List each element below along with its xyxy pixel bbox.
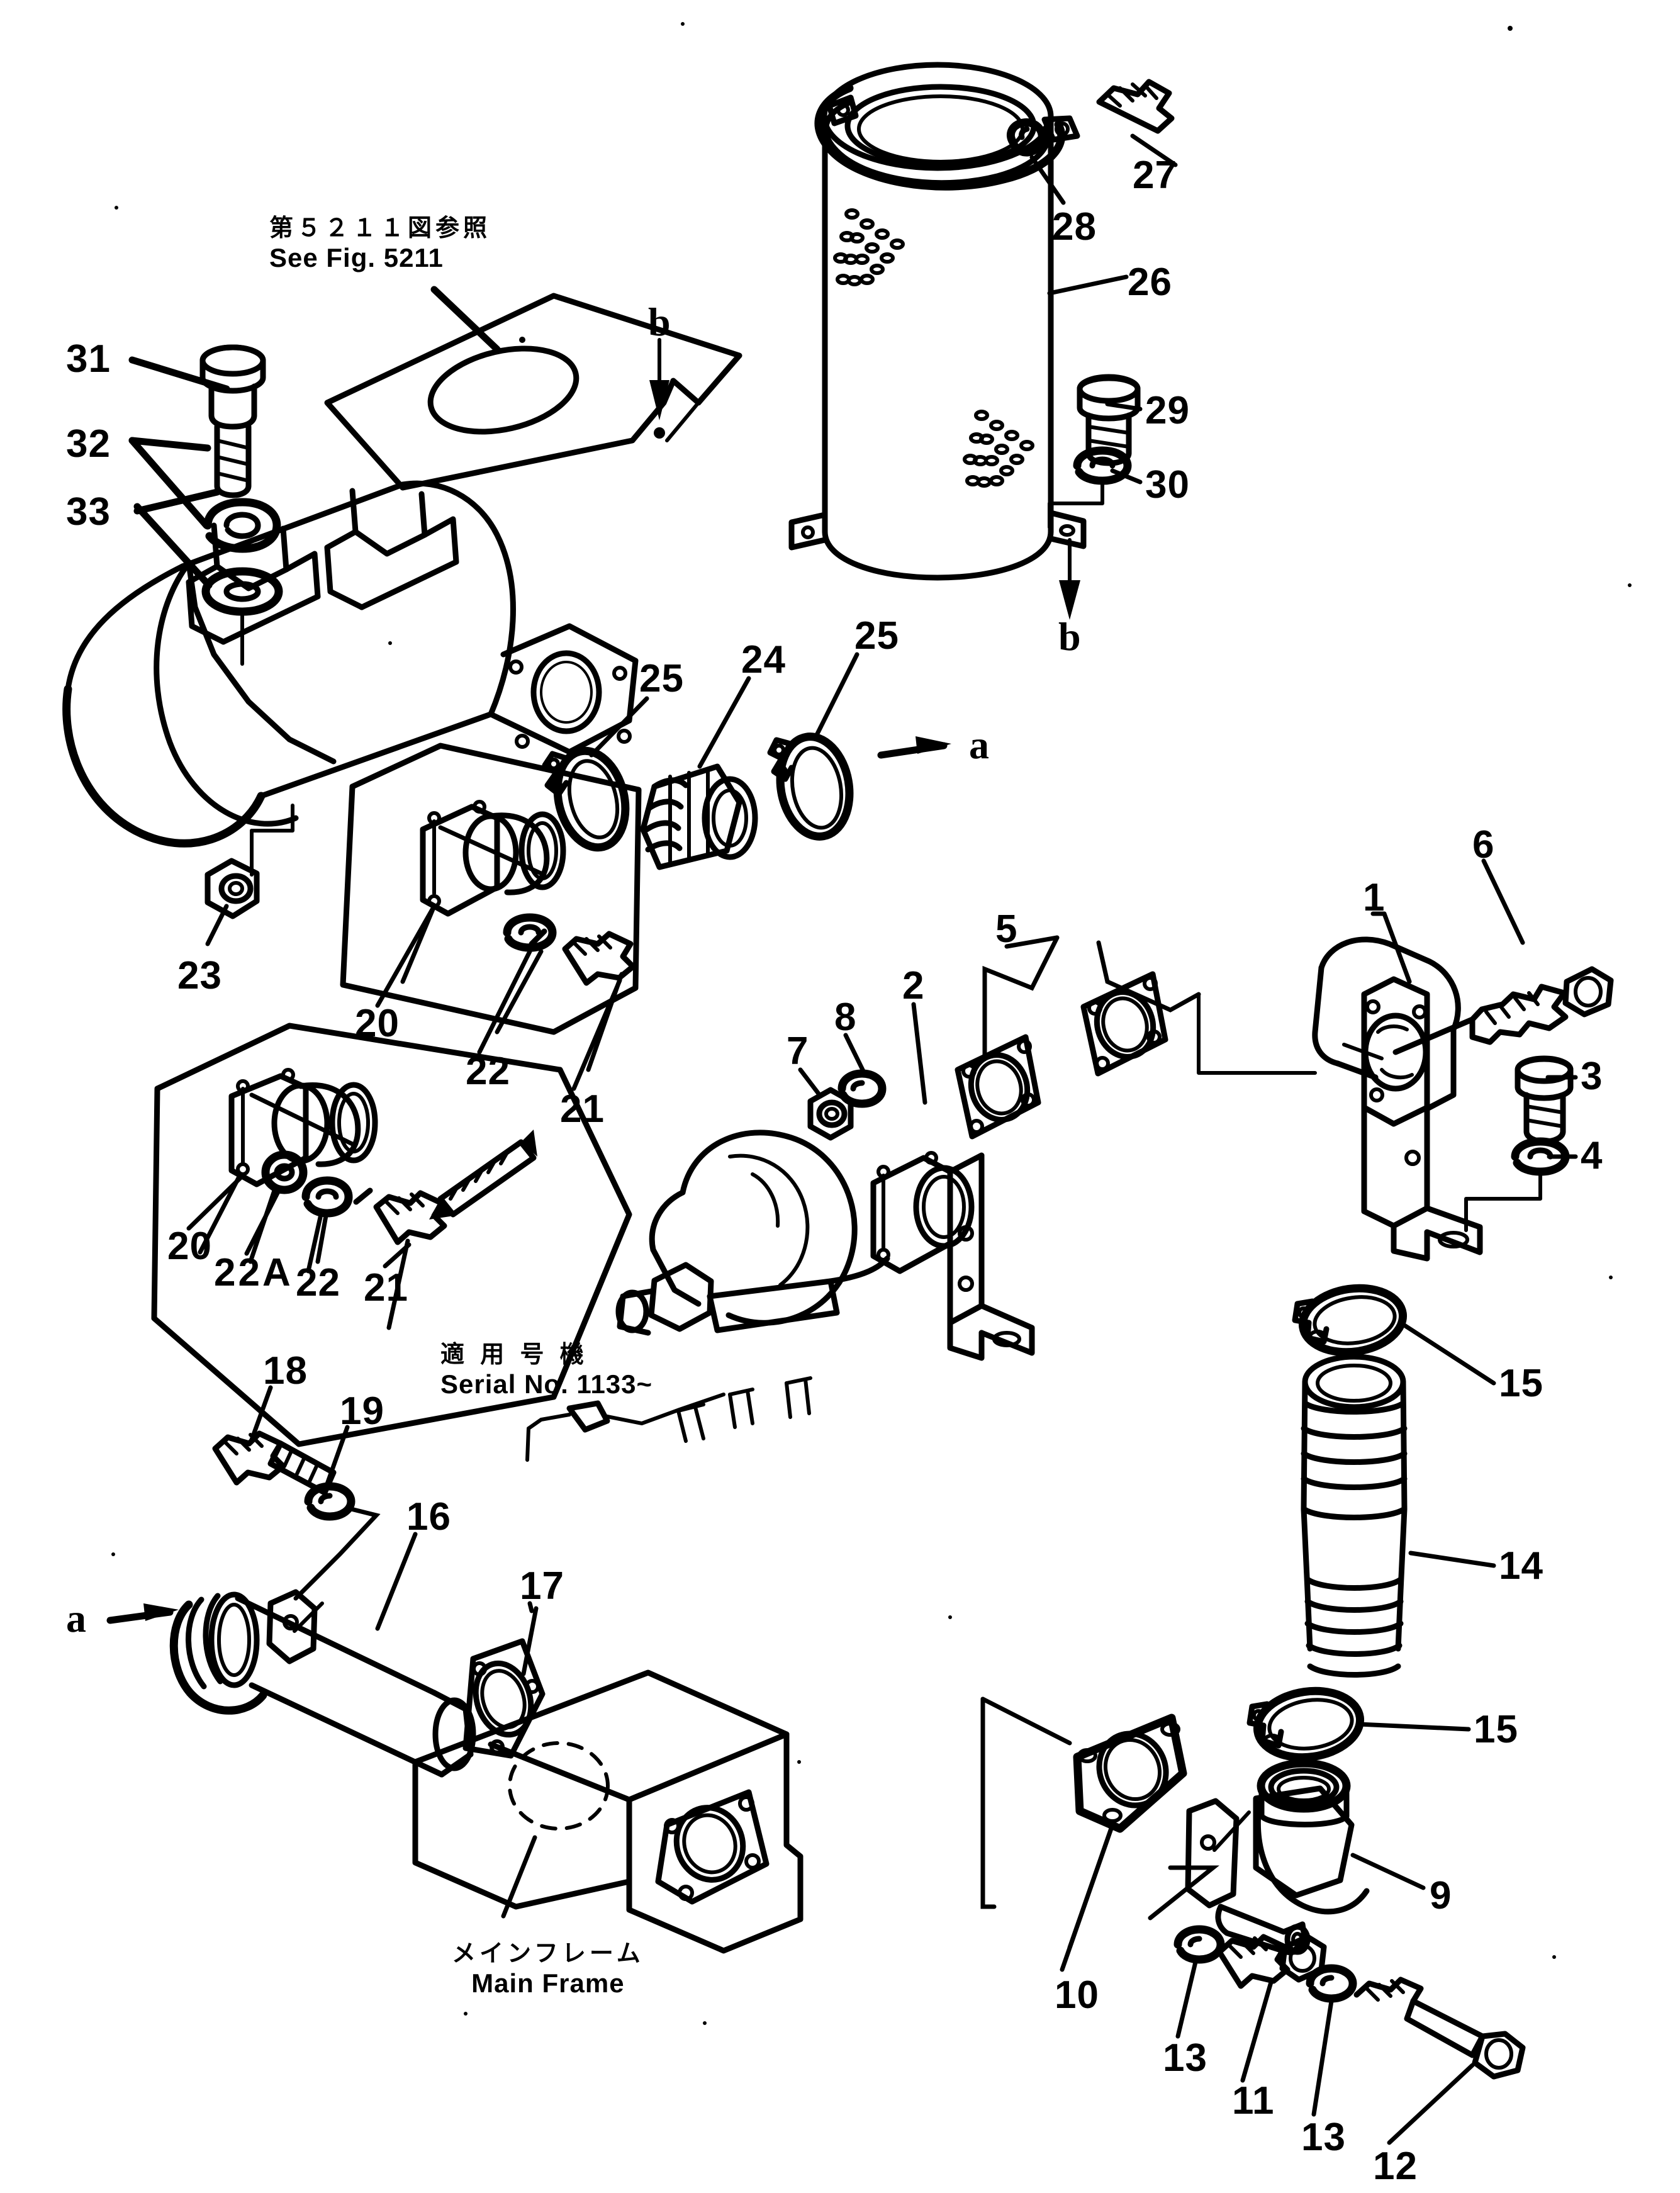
callout-number: 28 bbox=[1052, 205, 1097, 249]
callout-number: 11 bbox=[1232, 2079, 1275, 2123]
callout-number: 22 bbox=[466, 1050, 510, 1093]
callout-number: 21 bbox=[364, 1266, 408, 1310]
section-marker-b-top: b bbox=[648, 300, 671, 344]
bolt-18 bbox=[212, 1430, 337, 1496]
callout-number: 29 bbox=[1145, 389, 1190, 432]
right-elbow-group bbox=[1197, 911, 1614, 1262]
callout-number: 8 bbox=[834, 996, 857, 1039]
section-marker-a-upper: a bbox=[969, 722, 990, 767]
callout-number: 12 bbox=[1373, 2145, 1418, 2188]
note-serial: 適 用 号 機 Serial No. 1133~ bbox=[440, 1340, 652, 1399]
callout-number: 22 bbox=[296, 1261, 340, 1304]
callout-number: 27 bbox=[1133, 154, 1177, 197]
section-marker-a-lower: a bbox=[66, 1596, 87, 1641]
lock-washer-22-upper bbox=[503, 913, 557, 952]
lock-washer-22-lower bbox=[301, 1176, 353, 1218]
callout-number: 7 bbox=[787, 1029, 809, 1073]
callout-number: 3 bbox=[1581, 1055, 1603, 1098]
flex-hose-14 bbox=[1301, 1354, 1408, 1678]
callout-number: 32 bbox=[66, 422, 111, 466]
clamp-15-lower bbox=[1246, 1686, 1365, 1762]
precleaner-cylinder-group bbox=[788, 62, 1175, 620]
clamp-25-right bbox=[767, 732, 854, 841]
lock-washer-32 bbox=[203, 498, 281, 553]
note-see-fig-en: See Fig. 5211 bbox=[269, 242, 444, 272]
nut-7 bbox=[807, 1087, 854, 1141]
callout-number: 14 bbox=[1499, 1544, 1543, 1588]
callout-number: 31 bbox=[66, 337, 111, 381]
bolt-31-art bbox=[199, 344, 266, 498]
bolt-27 bbox=[1096, 79, 1175, 134]
callout-number: 18 bbox=[263, 1349, 308, 1393]
callout-number: 2 bbox=[902, 964, 925, 1007]
callout-number: 22A bbox=[214, 1251, 293, 1294]
clamp-25-left bbox=[542, 746, 630, 852]
lock-washer-30 bbox=[1073, 446, 1132, 485]
lock-washer-28 bbox=[1007, 118, 1046, 157]
detail-box-upper bbox=[340, 743, 642, 1072]
callout-number: 13 bbox=[1301, 2116, 1346, 2159]
callout-number: 21 bbox=[560, 1087, 605, 1131]
section-marker-b-bottom: b bbox=[1058, 614, 1082, 659]
callout-number: 33 bbox=[66, 490, 111, 534]
callout-number: 26 bbox=[1128, 261, 1172, 304]
clamp-15-upper bbox=[1292, 1284, 1408, 1357]
bolt-12 bbox=[1353, 1977, 1526, 2080]
note-serial-jp: 適 用 号 機 bbox=[440, 1340, 588, 1368]
flex-hose-24 bbox=[640, 763, 758, 870]
lock-washer-8 bbox=[837, 1069, 887, 1108]
hatched-arrow bbox=[429, 1130, 537, 1220]
callout-number: 23 bbox=[177, 954, 222, 997]
muffler-assembly-group bbox=[62, 293, 742, 919]
callout-number: 20 bbox=[167, 1225, 212, 1268]
callout-number: 19 bbox=[340, 1389, 384, 1433]
turbocharger-group bbox=[525, 935, 1201, 1462]
callout-number: 10 bbox=[1055, 1973, 1099, 2017]
gasket-10 bbox=[1073, 1713, 1187, 1833]
gasket-5-rear bbox=[1080, 971, 1168, 1077]
note-see-fig: 第５２１１図参照 See Fig. 5211 bbox=[269, 214, 491, 273]
callout-number: 15 bbox=[1474, 1708, 1518, 1751]
callout-number: 4 bbox=[1581, 1134, 1603, 1177]
callout-number: 9 bbox=[1430, 1874, 1452, 1917]
callout-number: 30 bbox=[1145, 463, 1190, 507]
note-see-fig-jp: 第５２１１図参照 bbox=[269, 214, 491, 242]
flat-washer-22A bbox=[261, 1150, 308, 1194]
note-main-frame-en: Main Frame bbox=[471, 1968, 625, 1998]
section-marker-arrows bbox=[106, 338, 951, 1624]
lock-washer-13-left bbox=[1173, 1925, 1225, 1964]
callout-number: 1 bbox=[1363, 876, 1386, 919]
callout-number: 20 bbox=[355, 1002, 400, 1045]
callout-number: 16 bbox=[406, 1495, 451, 1539]
note-serial-en: Serial No. 1133~ bbox=[440, 1369, 653, 1399]
nut-23 bbox=[204, 858, 260, 919]
note-main-frame-jp: メインフレーム bbox=[452, 1939, 644, 1967]
hose-24-group bbox=[542, 732, 854, 870]
callout-number: 15 bbox=[1499, 1362, 1543, 1405]
lock-washer-13-right bbox=[1306, 1964, 1357, 2003]
gasket-5-front bbox=[955, 1034, 1041, 1140]
bottom-left-group bbox=[169, 1430, 804, 1954]
leader-lines bbox=[128, 133, 1578, 2145]
bolt-21-upper bbox=[529, 928, 636, 986]
bottom-elbow-group bbox=[980, 1697, 1526, 2080]
callout-number: 17 bbox=[520, 1564, 564, 1608]
flat-washer-33 bbox=[201, 567, 283, 616]
callout-number: 25 bbox=[639, 657, 684, 700]
callout-number: 24 bbox=[741, 638, 786, 681]
lock-washer-19 bbox=[304, 1482, 356, 1521]
bolt-3 bbox=[1515, 1055, 1574, 1145]
long-bolt-6 bbox=[1392, 966, 1614, 1055]
callout-number: 5 bbox=[995, 907, 1018, 951]
callout-number: 25 bbox=[854, 614, 899, 658]
vertical-hose-group bbox=[1246, 1284, 1408, 1762]
callout-number: 13 bbox=[1163, 2036, 1207, 2080]
callout-number: 6 bbox=[1472, 823, 1495, 867]
note-main-frame: メインフレーム Main Frame bbox=[452, 1939, 644, 1999]
